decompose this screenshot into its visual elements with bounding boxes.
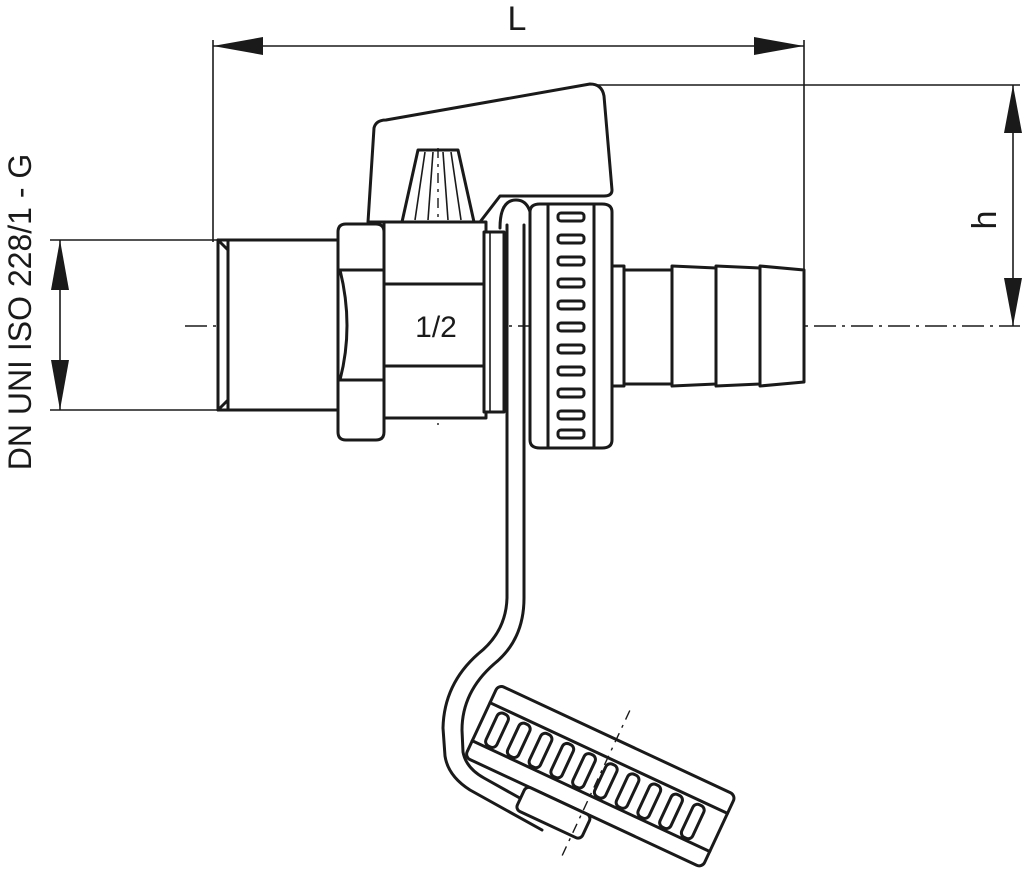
union-ring-nut: [528, 202, 614, 450]
standard-label: DN UNI ISO 228/1 - G: [2, 154, 38, 471]
dimension-height: h: [590, 84, 1022, 326]
cap-knurling: [484, 711, 706, 841]
size-label: 1/2: [415, 311, 457, 344]
height-label: h: [966, 211, 1004, 230]
valve-body: 1/2: [382, 220, 506, 420]
ring-knurling: [556, 211, 586, 440]
male-thread-end: [216, 238, 340, 412]
hose-barb: [610, 264, 806, 388]
end-cap: [465, 685, 736, 868]
lever-handle: [366, 82, 614, 425]
hex-nut: [336, 222, 386, 442]
dimension-length: L: [212, 0, 805, 272]
length-label: L: [508, 0, 527, 38]
